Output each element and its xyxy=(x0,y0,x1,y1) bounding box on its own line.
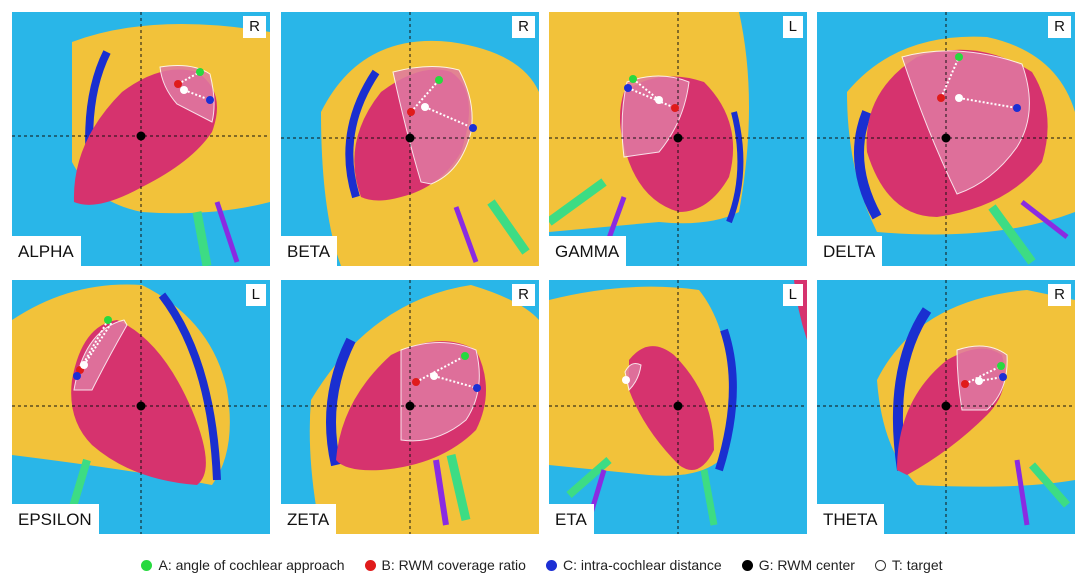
side-indicator: R xyxy=(512,16,535,38)
panel-alpha: R ALPHA xyxy=(12,12,270,266)
legend-label: B: RWM coverage ratio xyxy=(381,557,526,573)
panel-name: ETA xyxy=(549,504,594,534)
panel-zeta: R ZETA xyxy=(281,280,539,534)
panel-name: EPSILON xyxy=(12,504,99,534)
panel-name: THETA xyxy=(817,504,885,534)
side-indicator: L xyxy=(245,284,266,306)
white-dot-icon xyxy=(874,559,886,571)
anatomy-render xyxy=(12,12,270,266)
anatomy-render xyxy=(817,12,1075,266)
panel-gamma: L GAMMA xyxy=(549,12,807,266)
panel-theta: R THETA xyxy=(817,280,1075,534)
legend-item-g: G: RWM center xyxy=(741,557,855,573)
panel-name: DELTA xyxy=(817,236,883,266)
panel-name: ALPHA xyxy=(12,236,81,266)
legend-label: A: angle of cochlear approach xyxy=(158,557,345,573)
anatomy-render xyxy=(817,280,1075,534)
legend-item-b: B: RWM coverage ratio xyxy=(364,557,526,573)
legend: A: angle of cochlear approach B: RWM cov… xyxy=(0,554,1084,576)
side-indicator: L xyxy=(782,16,803,38)
legend-item-c: C: intra-cochlear distance xyxy=(545,557,722,573)
panel-eta: L ETA xyxy=(549,280,807,534)
side-indicator: R xyxy=(1048,284,1071,306)
blue-dot-icon xyxy=(545,559,557,571)
green-dot-icon xyxy=(141,559,153,571)
side-indicator: R xyxy=(1048,16,1071,38)
panel-epsilon: L EPSILON xyxy=(12,280,270,534)
anatomy-render xyxy=(549,12,807,266)
legend-item-a: A: angle of cochlear approach xyxy=(141,557,345,573)
anatomy-render xyxy=(12,280,270,534)
panel-name: GAMMA xyxy=(549,236,627,266)
panel-delta: R DELTA xyxy=(817,12,1075,266)
side-indicator: L xyxy=(782,284,803,306)
panel-name: ZETA xyxy=(281,504,337,534)
panel-name: BETA xyxy=(281,236,338,266)
legend-item-t: T: target xyxy=(874,557,943,573)
anatomy-render xyxy=(281,280,539,534)
anatomy-render xyxy=(549,280,807,534)
panel-beta: R BETA xyxy=(281,12,539,266)
legend-label: C: intra-cochlear distance xyxy=(562,557,722,573)
legend-label: T: target xyxy=(891,557,943,573)
legend-label: G: RWM center xyxy=(758,557,855,573)
red-dot-icon xyxy=(364,559,376,571)
anatomy-render xyxy=(281,12,539,266)
black-dot-icon xyxy=(741,559,753,571)
side-indicator: R xyxy=(512,284,535,306)
side-indicator: R xyxy=(243,16,266,38)
